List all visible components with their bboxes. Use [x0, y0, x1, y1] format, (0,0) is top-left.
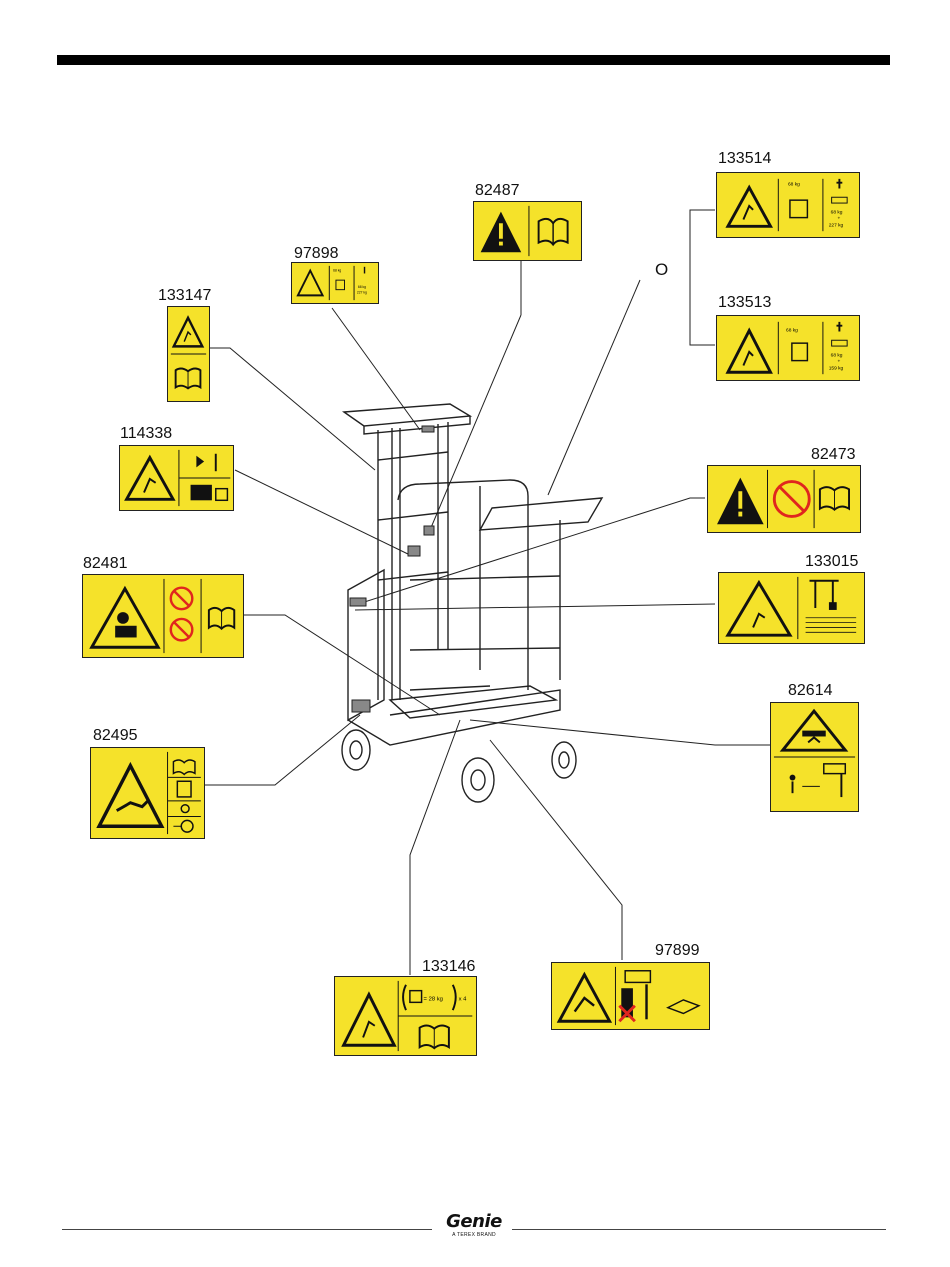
decal-97898-w1: 68 kg	[333, 269, 341, 273]
decal-82473-art	[708, 466, 860, 532]
decal-133147-art	[168, 307, 209, 401]
decal-114338-art	[120, 446, 233, 510]
decal-133146-weight: = 28 kg	[424, 996, 443, 1002]
decal-133513-plus: +	[837, 360, 840, 365]
decal-133514-w2: 68 kg	[831, 210, 843, 216]
decal-82614	[770, 702, 859, 812]
decal-133015	[718, 572, 865, 644]
decal-82473	[707, 465, 861, 533]
decal-97898-w3: 227 kg	[357, 290, 367, 294]
decal-133146: = 28 kg x 4	[334, 976, 477, 1056]
decal-133015-art	[719, 573, 864, 643]
decal-97898-w2: 68 kg	[358, 285, 366, 289]
lift-machine-illustration	[330, 400, 620, 810]
decal-133146-mult: x 4	[459, 996, 468, 1002]
label-82614: 82614	[788, 682, 833, 700]
decal-82481	[82, 574, 244, 658]
decal-133514-w3: 227 kg	[829, 222, 844, 228]
label-82487: 82487	[475, 182, 520, 200]
decal-82495-art	[91, 748, 204, 838]
decal-133513-w1: 68 kg	[786, 328, 798, 334]
logo-tagline: A TEREX BRAND	[441, 1232, 507, 1238]
decal-97899-art	[552, 963, 709, 1029]
decal-82487	[473, 201, 582, 261]
decal-133513-w3: 159 kg	[829, 365, 844, 371]
decal-114338	[119, 445, 234, 511]
decal-97899	[551, 962, 710, 1030]
decal-133513: 68 kg 68 kg + 159 kg	[716, 315, 860, 381]
footer-rule-left	[62, 1229, 432, 1230]
label-82495: 82495	[93, 727, 138, 745]
label-133147: 133147	[158, 287, 211, 305]
label-82481: 82481	[83, 555, 128, 573]
or-connector: O	[655, 260, 668, 280]
label-97898: 97898	[294, 245, 339, 263]
decal-133146-art: = 28 kg x 4	[335, 977, 476, 1055]
label-133146: 133146	[422, 958, 475, 976]
footer-rule-right	[512, 1229, 886, 1230]
label-82473: 82473	[811, 446, 856, 464]
decal-82481-art	[83, 575, 243, 657]
decal-133513-w2: 68 kg	[831, 353, 843, 359]
decal-133514-w1: 68 kg	[788, 182, 800, 188]
decal-82614-art	[771, 703, 858, 811]
decal-97898-art: 68 kg 68 kg 227 kg	[292, 263, 378, 303]
decal-133514-art: 68 kg 68 kg + 227 kg	[717, 173, 859, 237]
genie-logo: Genie A TEREX BRAND	[441, 1212, 507, 1238]
decal-133514-plus: +	[837, 217, 840, 222]
decal-133147	[167, 306, 210, 402]
label-133513: 133513	[718, 294, 771, 312]
decal-82495	[90, 747, 205, 839]
decal-133513-art: 68 kg 68 kg + 159 kg	[717, 316, 859, 380]
decal-82487-art	[474, 202, 581, 260]
decal-133514: 68 kg 68 kg + 227 kg	[716, 172, 860, 238]
label-97899: 97899	[655, 942, 700, 960]
label-133015: 133015	[805, 553, 858, 571]
decal-97898: 68 kg 68 kg 227 kg	[291, 262, 379, 304]
label-114338: 114338	[120, 425, 172, 443]
logo-wordmark: Genie	[441, 1212, 507, 1232]
label-133514: 133514	[718, 150, 771, 168]
